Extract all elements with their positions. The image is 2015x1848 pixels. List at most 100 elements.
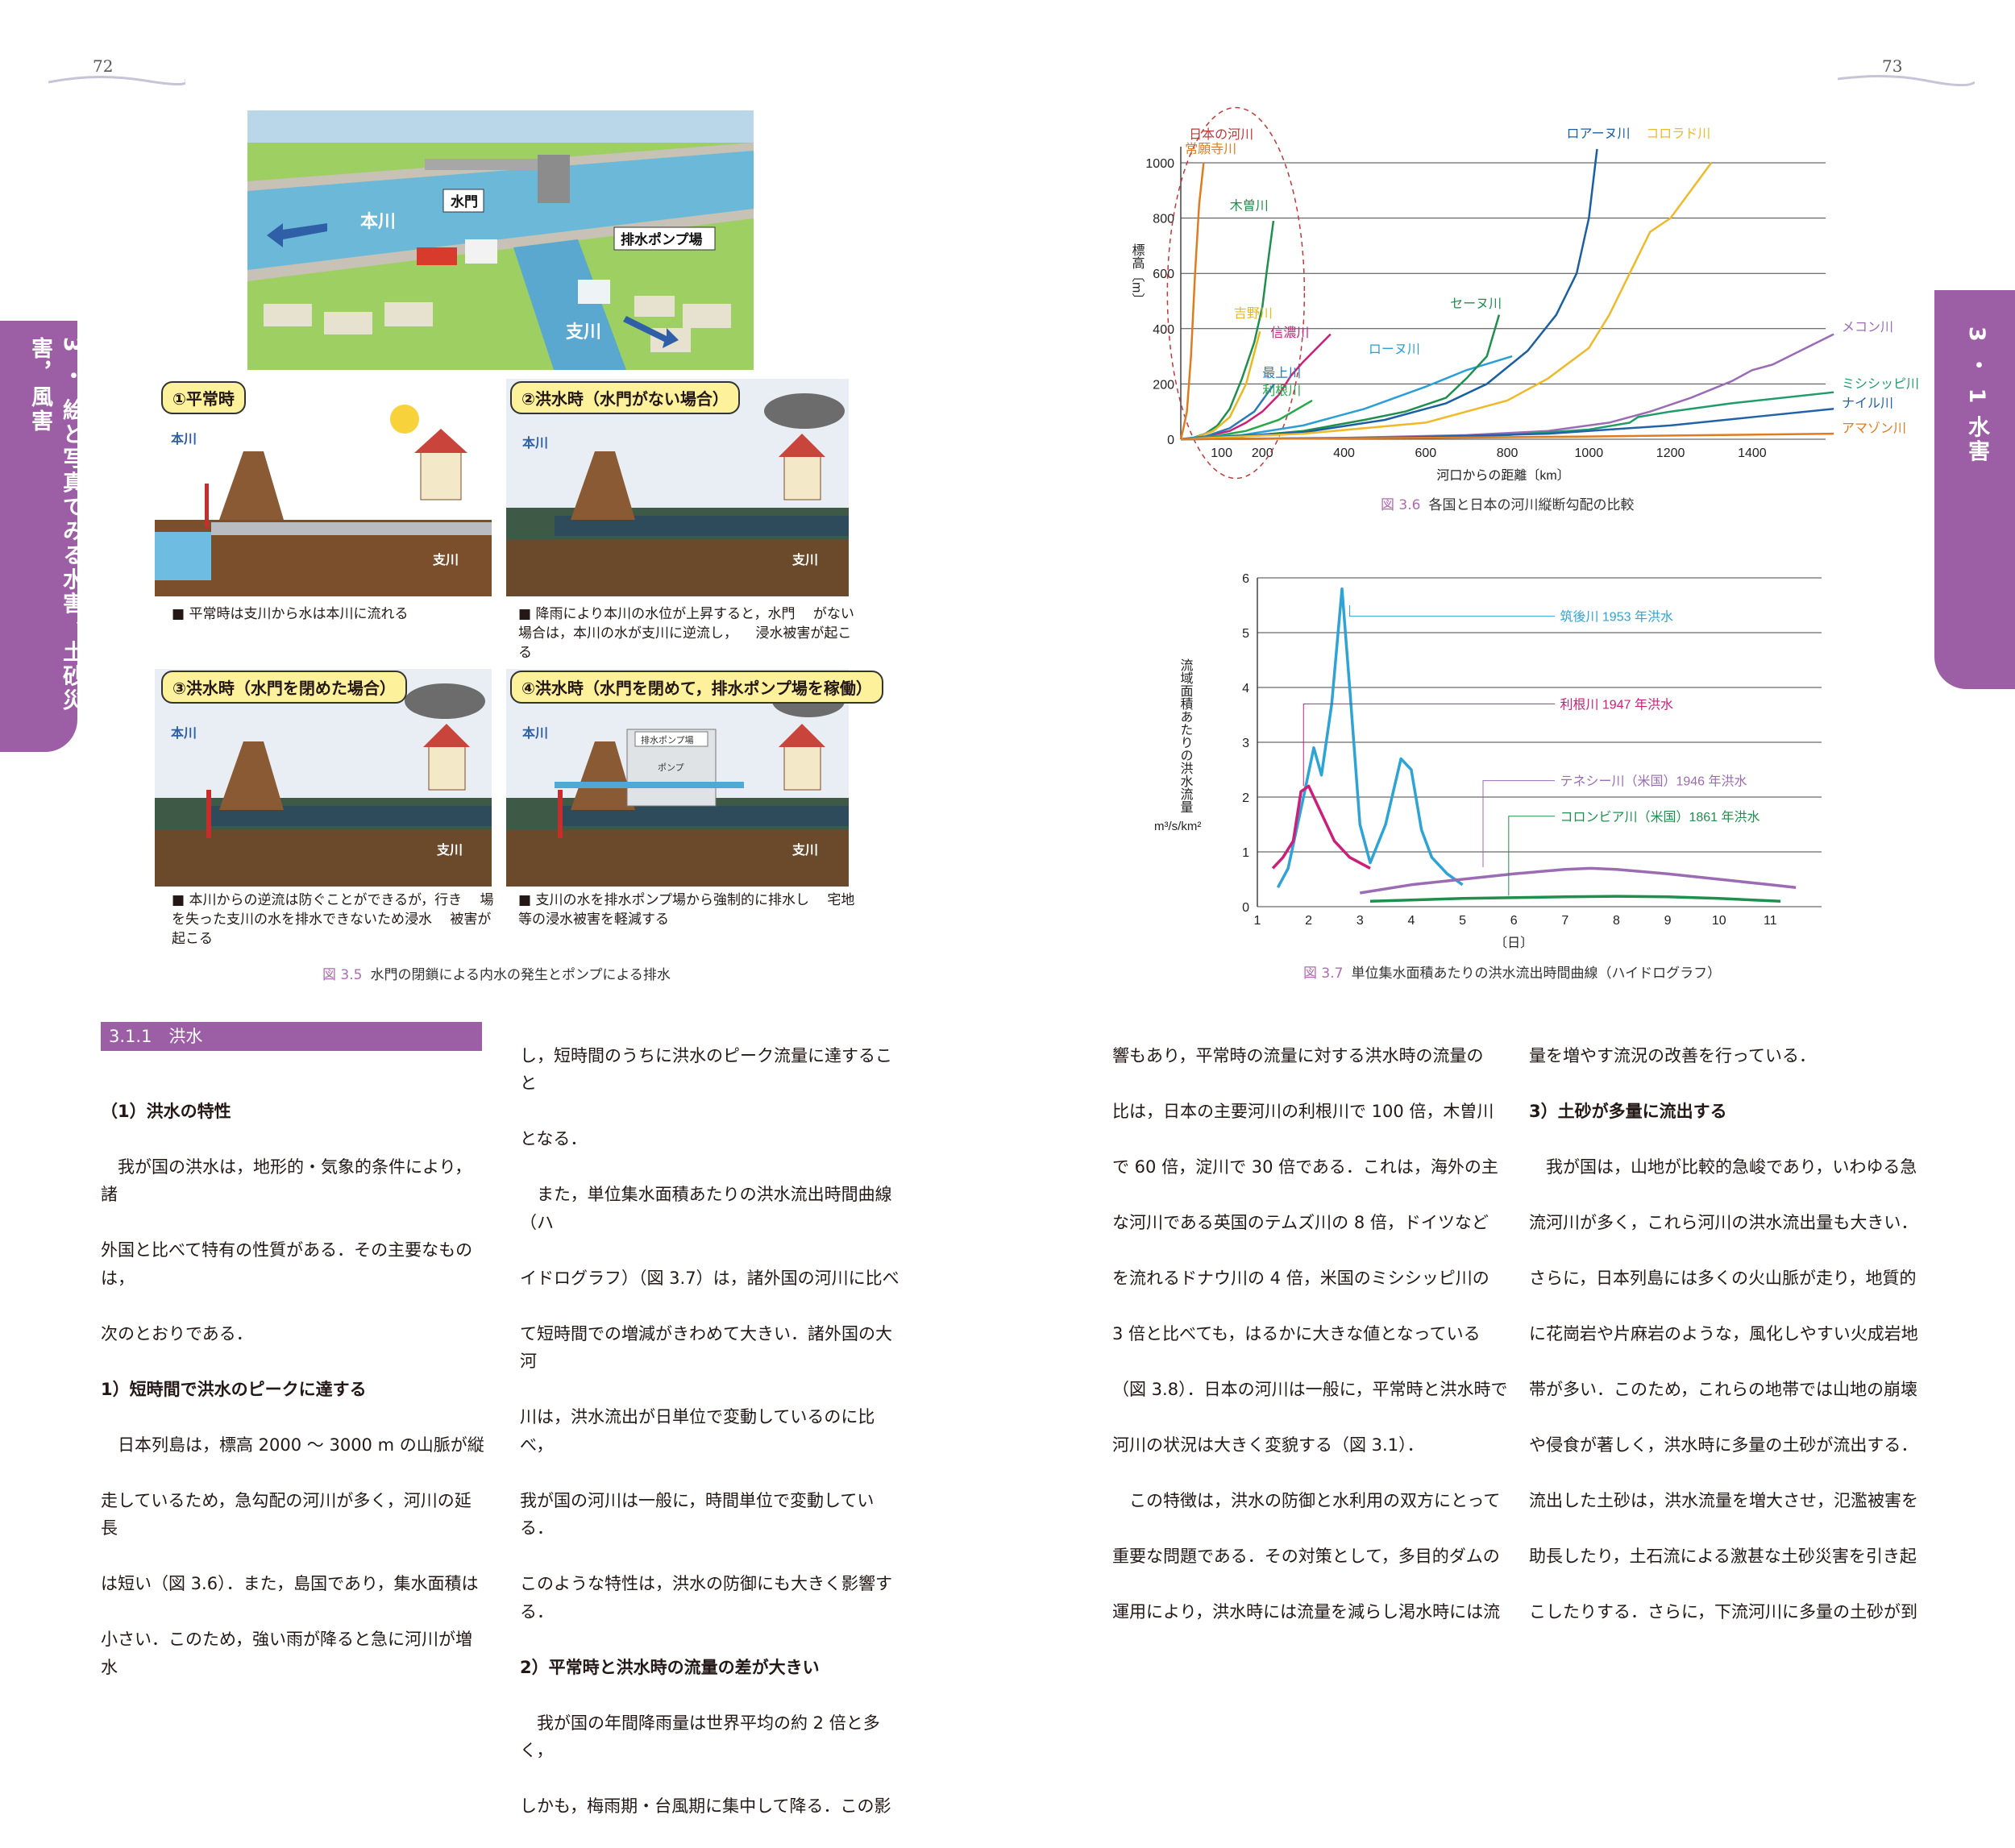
x-tick-label: 600 — [1415, 446, 1436, 460]
sun-icon — [390, 405, 419, 434]
panel-flood-gate-closed-note: ■ 本川からの逆流は防ぐことができるが，行き 場を失った支川の水を排水できないた… — [172, 892, 494, 947]
figure-3-5-number: 図 3.5 — [322, 967, 363, 983]
col3-line: な河川である英国のテムズ川の 8 倍，ドイツなど — [1112, 1212, 1489, 1232]
y-tick-label: 1 — [1242, 846, 1249, 860]
col4-line: 流出した土砂は，洪水流量を増大させ，氾濫被害を — [1529, 1490, 1918, 1510]
x-tick-label: 100 — [1211, 446, 1232, 460]
col1-line: 日本列島は，標高 2000 ～ 3000 m の山脈が縦 — [101, 1435, 484, 1455]
left-column-2: し，短時間のうちに洪水のピーク流量に達すること となる． また，単位集水面積あた… — [520, 1014, 907, 1848]
series-label: 常願寺川 — [1185, 142, 1236, 156]
panel-flood-no-gate-title: ②洪水時（水門がない場合） — [510, 381, 740, 414]
col1-line: 小さい．このため，強い雨が降ると急に河川が増水 — [101, 1630, 472, 1677]
legend-leader — [1508, 816, 1556, 896]
x-tick-label: 400 — [1333, 446, 1355, 460]
col4-line: 帯が多い．このため，これらの地帯では山地の崩壊 — [1529, 1379, 1917, 1399]
panel-flood-gate-closed-shisen: 支川 — [436, 842, 463, 858]
series-label: 木曽川 — [1230, 199, 1269, 214]
y-axis-label: 標高〔m〕 — [1130, 243, 1145, 305]
col1-line: 外国と比べて特有の性質がある．その主要なものは， — [101, 1240, 473, 1288]
col3-line: を流れるドナウ川の 4 倍，米国のミシシッピ川の — [1112, 1268, 1489, 1288]
series-label: テネシー川（米国）1946 年洪水 — [1560, 774, 1747, 789]
pump-label: ポンプ — [658, 762, 684, 773]
panel-flood-gate-closed-title: ③洪水時（水門を閉めた場合） — [161, 671, 407, 704]
x-tick-label: 6 — [1510, 914, 1518, 928]
panel-normal-shisen: 支川 — [432, 552, 459, 567]
figure-3-7-number: 図 3.7 — [1303, 966, 1344, 982]
y-tick-label: 200 — [1153, 378, 1174, 392]
y-tick-label: 3 — [1242, 737, 1249, 750]
col4-line: こしたりする．さらに，下流河川に多量の土砂が到 — [1529, 1601, 1917, 1622]
y-tick-label: 0 — [1167, 434, 1174, 447]
col1-line: 走しているため，急勾配の河川が多く，河川の延長 — [101, 1490, 472, 1539]
col3-line: 響もあり，平常時の流量に対する洪水時の流量の — [1112, 1045, 1484, 1065]
panel-flood-no-gate-shisen: 支川 — [791, 552, 818, 567]
series-label: 吉野川 — [1234, 306, 1273, 321]
right-column-4: 量を増やす流況の改善を行っている． 3）土砂が多量に流出する 我が国は，山地が比… — [1529, 1014, 1932, 1654]
x-tick-label: 3 — [1356, 914, 1364, 928]
col3-line: 運用により，洪水時には流量を減らし渇水時には流 — [1112, 1601, 1501, 1622]
col4-line: 量を増やす流況の改善を行っている． — [1529, 1045, 1816, 1065]
y-axis-unit: m³/s/km² — [1154, 820, 1201, 833]
figure-3-5-text: 水門の閉鎖による内水の発生とポンプによる排水 — [370, 967, 671, 983]
series-line — [1180, 162, 1713, 441]
x-tick-label: 4 — [1407, 914, 1415, 928]
col2-line: イドログラフ）（図 3.7）は，諸外国の河川に比べ — [520, 1268, 899, 1288]
x-axis-label: 河口からの距離〔km〕 — [1436, 468, 1569, 483]
figure-3-7-caption: 図 3.7 単位集水面積あたりの洪水流出時間曲線（ハイドログラフ） — [1303, 961, 1721, 982]
y-tick-label: 1000 — [1145, 157, 1174, 171]
col4-line: 流河川が多く，これら河川の洪水流出量も大きい． — [1529, 1212, 1918, 1232]
panel-flood-pump-title: ④洪水時（水門を閉めて，排水ポンプ場を稼働） — [510, 671, 883, 704]
panel-flood-no-gate-honsen: 本川 — [522, 435, 548, 451]
figure-3-5-caption: 図 3.5 水門の閉鎖による内水の発生とポンプによる排水 — [322, 963, 671, 983]
series-line — [1359, 866, 1797, 895]
series-label: アマゾン川 — [1842, 421, 1906, 435]
panel-flood-gate-closed-drawing: 本川 支川 — [155, 669, 492, 887]
col3-line: この特徴は，洪水の防御と水利用の双方にとって — [1112, 1490, 1501, 1510]
series-line — [1276, 587, 1464, 889]
col2-line: 2）平常時と洪水時の流量の差が大きい — [520, 1657, 820, 1677]
series-line — [1271, 784, 1371, 870]
panel-normal-title: ①平常時 — [161, 381, 246, 414]
col3-line: で 60 倍，淀川で 30 倍である．これは，海外の主 — [1112, 1157, 1498, 1177]
y-tick-label: 4 — [1242, 682, 1249, 696]
col2-line: 我が国の年間降雨量は世界平均の約 2 倍と多く， — [520, 1713, 880, 1761]
series-label: セーヌ川 — [1450, 297, 1502, 311]
series-label: 信濃川 — [1270, 326, 1309, 340]
col2-line: しかも，梅雨期・台風期に集中して降る．この影 — [520, 1796, 891, 1816]
panel-flood-no-gate-note: ■ 降雨により本川の水位が上昇すると，水門 がない場合は，本川の水が支川に逆流し… — [518, 606, 854, 661]
panel-normal-note: ■ 平常時は支川から水は本川に流れる — [172, 606, 409, 622]
panel-flood-pump-note: ■ 支川の水を排水ポンプ場から強制的に排水し 宅地等の浸水被害を軽減する — [518, 892, 855, 928]
col4-line: に花崗岩や片麻岩のような，風化しやすい火成岩地 — [1529, 1323, 1918, 1343]
honsen-arrow-icon — [267, 223, 327, 247]
col4-line: 助長したり，土石流による激甚な土砂災害を引き起 — [1529, 1546, 1917, 1566]
panel-flood-pump-drawing: 排水ポンプ場 ポンプ 本川 支川 — [506, 669, 849, 887]
page-ornament-left — [48, 75, 185, 86]
section-heading: 3.1.1 洪水 — [101, 1022, 482, 1051]
right-column-3: 響もあり，平常時の流量に対する洪水時の流量の 比は，日本の主要河川の利根川で 1… — [1112, 1014, 1515, 1654]
col1-line: 次のとおりである． — [101, 1323, 253, 1343]
panel-flood-gate-closed-honsen: 本川 — [171, 725, 197, 741]
figure-3-7-text: 単位集水面積あたりの洪水流出時間曲線（ハイドログラフ） — [1351, 966, 1722, 982]
series-label: ローヌ川 — [1369, 343, 1420, 357]
series-line — [1179, 162, 1205, 440]
page-number-left: 72 — [93, 56, 114, 76]
pump-station-label: 排水ポンプ場 — [621, 231, 703, 247]
col3-line: 河川の状況は大きく変貌する（図 3.1）． — [1112, 1435, 1424, 1455]
legend-leader — [1302, 703, 1556, 787]
col2-line: となる． — [520, 1129, 588, 1148]
series-line — [1369, 895, 1781, 903]
series-label: 最上川 — [1262, 366, 1301, 380]
y-tick-label: 2 — [1242, 791, 1249, 805]
series-label: 筑後川 1953 年洪水 — [1560, 610, 1673, 625]
series-label: 利根川 1947 年洪水 — [1560, 697, 1673, 712]
col1-line: 我が国の洪水は，地形的・気象的条件により，諸 — [101, 1157, 472, 1205]
x-tick-label: 5 — [1459, 914, 1466, 928]
shisen-arrow-icon — [623, 316, 679, 348]
figure-3-6-text: 各国と日本の河川縦断勾配の比較 — [1428, 497, 1635, 513]
panel-flood-no-gate-drawing: 本川 支川 — [506, 379, 849, 596]
col3-line: （図 3.8）．日本の河川は一般に，平常時と洪水時で — [1112, 1379, 1508, 1399]
left-column-1: （1）洪水の特性 我が国の洪水は，地形的・気象的条件により，諸 外国と比べて特有… — [101, 1069, 488, 1709]
chapter-side-tab-left: 3 ・ 絵と写真でみる水害，土砂災害，風害 — [0, 321, 84, 752]
